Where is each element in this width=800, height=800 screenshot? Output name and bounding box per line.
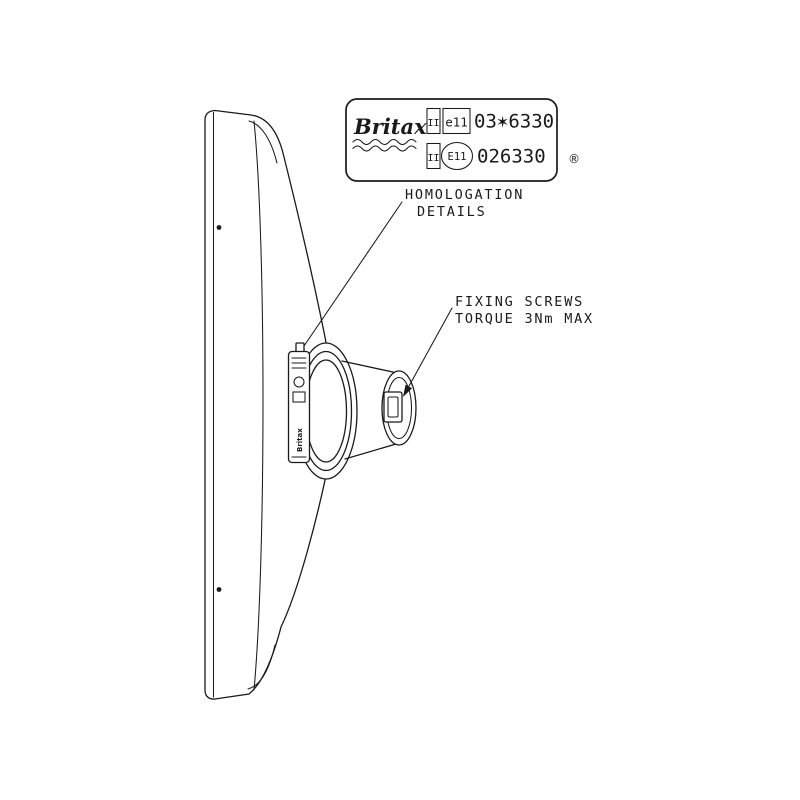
approval-number-row1: 03✶6330 [474, 111, 554, 133]
registered-symbol: ® [568, 152, 580, 166]
approval-number-row2: 026330 [477, 146, 546, 168]
callout-homologation-line1: HOMOLOGATION [405, 187, 524, 203]
britax-logo-text: Britax [353, 114, 427, 139]
mirror-label-nub [295, 342, 305, 353]
class-mark-row2: II [427, 153, 439, 164]
britax-logo-waves [352, 145, 417, 152]
mirror-body-outline [204, 109, 336, 700]
fixing-screw-inner [387, 396, 399, 418]
britax-logo-waves [352, 138, 417, 146]
callout-fixing-line1: FIXING SCREWS [455, 294, 584, 310]
mirror-label-brand-text: Britax [296, 428, 304, 452]
approval-label-box [345, 98, 558, 182]
screw-dot-bottom [216, 587, 222, 592]
class-mark-box-row1 [426, 107, 441, 135]
mirror-bottom-corner-inner-line [247, 644, 276, 690]
mirror-label-rect-detail [292, 391, 306, 403]
e-mark-circle-text: E11 [448, 151, 467, 163]
mount-arm-top-line [341, 360, 396, 374]
e-mark-circle [440, 141, 474, 171]
mirror-label [287, 350, 311, 464]
class-mark-row1: II [427, 118, 439, 129]
leader-homologation [303, 201, 403, 347]
mount-arm-bottom-line [344, 443, 397, 460]
class-mark-box-row2 [426, 142, 441, 170]
mirror-label-circle [293, 376, 305, 388]
e-mark-box [442, 107, 471, 135]
leader-fixing [408, 307, 453, 388]
callout-homologation-line2: DETAILS [417, 204, 487, 220]
e-mark-text: e11 [445, 115, 468, 130]
callout-fixing-line2: TORQUE 3Nm MAX [455, 311, 594, 327]
mirror-top-corner-inner-line [248, 120, 278, 164]
leader-fixing-arrowhead [403, 384, 413, 397]
screw-dot-top [216, 225, 222, 230]
mirror-face-edge-line [253, 120, 264, 691]
